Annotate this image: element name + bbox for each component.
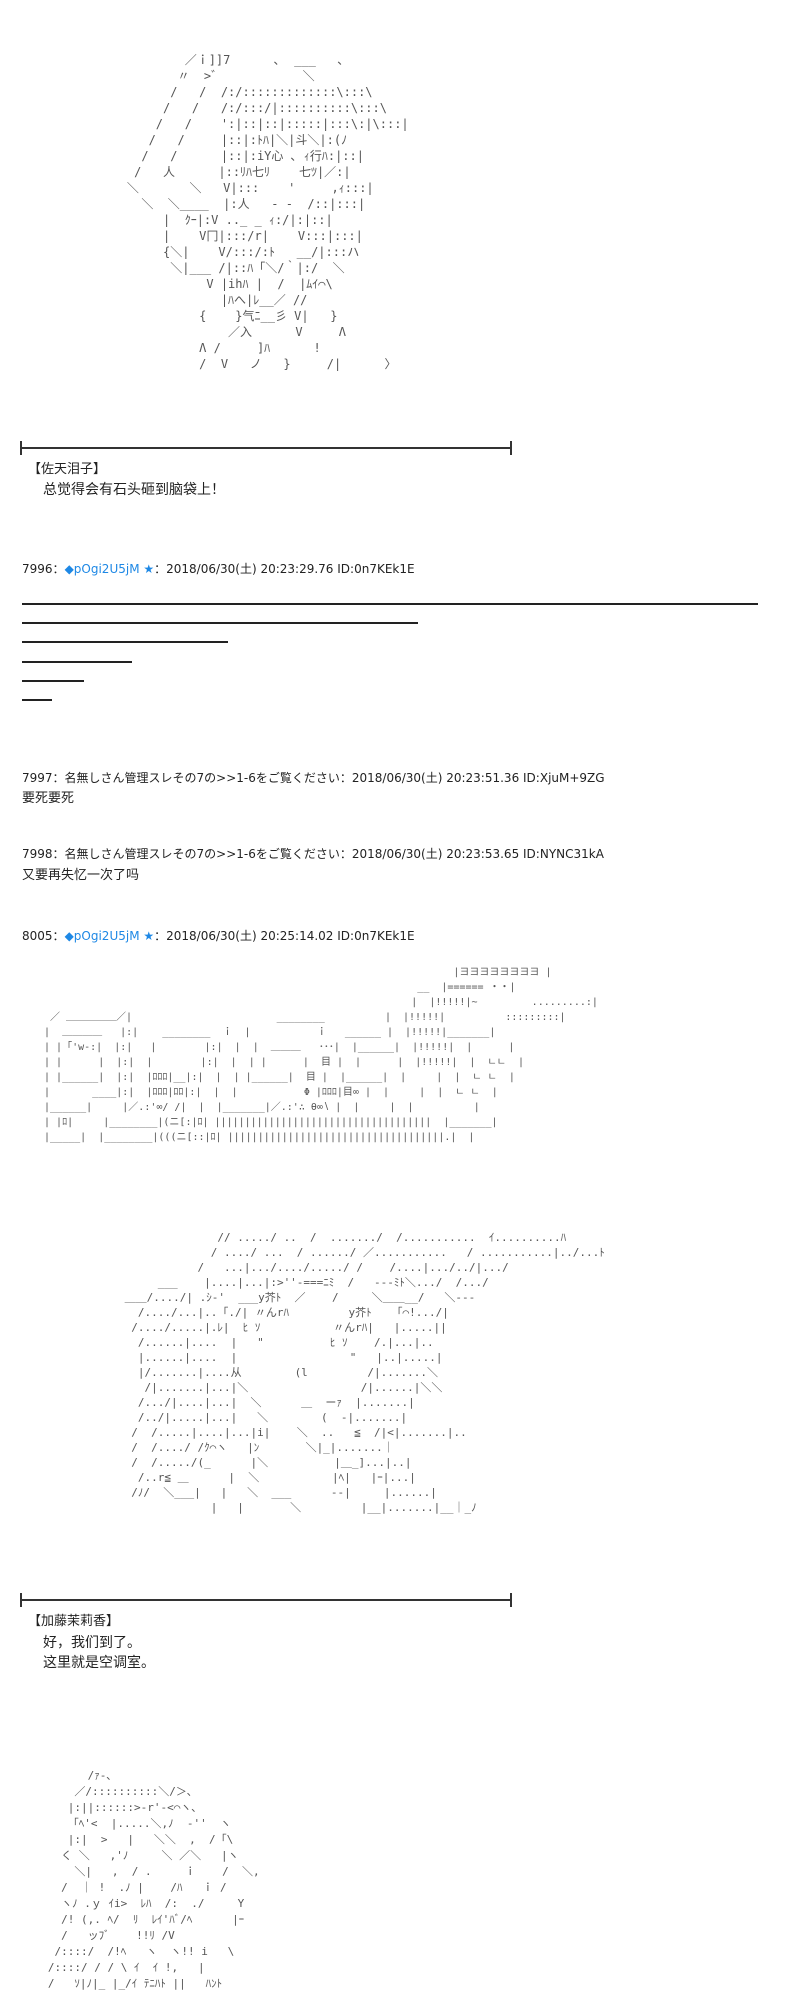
rule-line bbox=[22, 661, 132, 663]
ascii-art-character: /ｧ‐､ ／/::::::::::＼/＞､ |:||::::::>‐r'‐<⌒ヽ… bbox=[47, 1769, 260, 1990]
post-body-7998: 又要再失忆一次了吗 bbox=[22, 868, 140, 883]
post-info: ：2018/06/30(土) 20:25:14.02 ID:0n7KEk1E bbox=[154, 929, 415, 943]
post-number: 8005 bbox=[22, 929, 53, 943]
rule-line bbox=[22, 641, 228, 643]
rule-line bbox=[22, 622, 418, 624]
post-info: ：2018/06/30(土) 20:23:29.76 ID:0n7KEk1E bbox=[154, 562, 415, 576]
dialogue-text: 总觉得会有石头砸到脑袋上！ bbox=[43, 482, 225, 498]
speaker-label: 【佐天泪子】 bbox=[28, 462, 107, 477]
post-header-7998: 7998：名無しさん管理スレその7の>>1-6をご覧ください：2018/06/3… bbox=[22, 847, 604, 861]
dialogue-text: 好，我们到了。 这里就是空调室。 bbox=[43, 1635, 155, 1671]
rule-line bbox=[22, 680, 84, 682]
ascii-art-saten: ／ｉ]]7 ､ ___ ､ 〃 >゛ ＼ / / /:/::::::::::::… bbox=[126, 53, 409, 371]
post-header-7996: 7996：◆pOgi2U5jM ★：2018/06/30(土) 20:23:29… bbox=[22, 562, 415, 576]
ascii-art-machine-room: |ヨヨヨヨヨヨヨヨ | __ |====== ・・| | |!!!!!|~ ..… bbox=[44, 967, 598, 1143]
post-header-8005: 8005：◆pOgi2U5jM ★：2018/06/30(土) 20:25:14… bbox=[22, 929, 415, 943]
separator-line bbox=[20, 441, 512, 455]
post-header-7997: 7997：名無しさん管理スレその7の>>1-6をご覧ください：2018/06/3… bbox=[22, 771, 605, 785]
post-number: 7996 bbox=[22, 562, 53, 576]
rule-line bbox=[22, 699, 52, 701]
rule-line bbox=[22, 603, 758, 605]
ascii-art-kato: // ...../ .. / ......./ /........... ｲ..… bbox=[124, 1231, 605, 1514]
separator-line bbox=[20, 1593, 512, 1607]
post-body-7997: 要死要死 bbox=[22, 791, 75, 806]
speaker-label: 【加藤茉莉香】 bbox=[28, 1614, 120, 1629]
post-trip[interactable]: ◆pOgi2U5jM ★ bbox=[64, 562, 155, 576]
post-trip[interactable]: ◆pOgi2U5jM ★ bbox=[64, 929, 155, 943]
